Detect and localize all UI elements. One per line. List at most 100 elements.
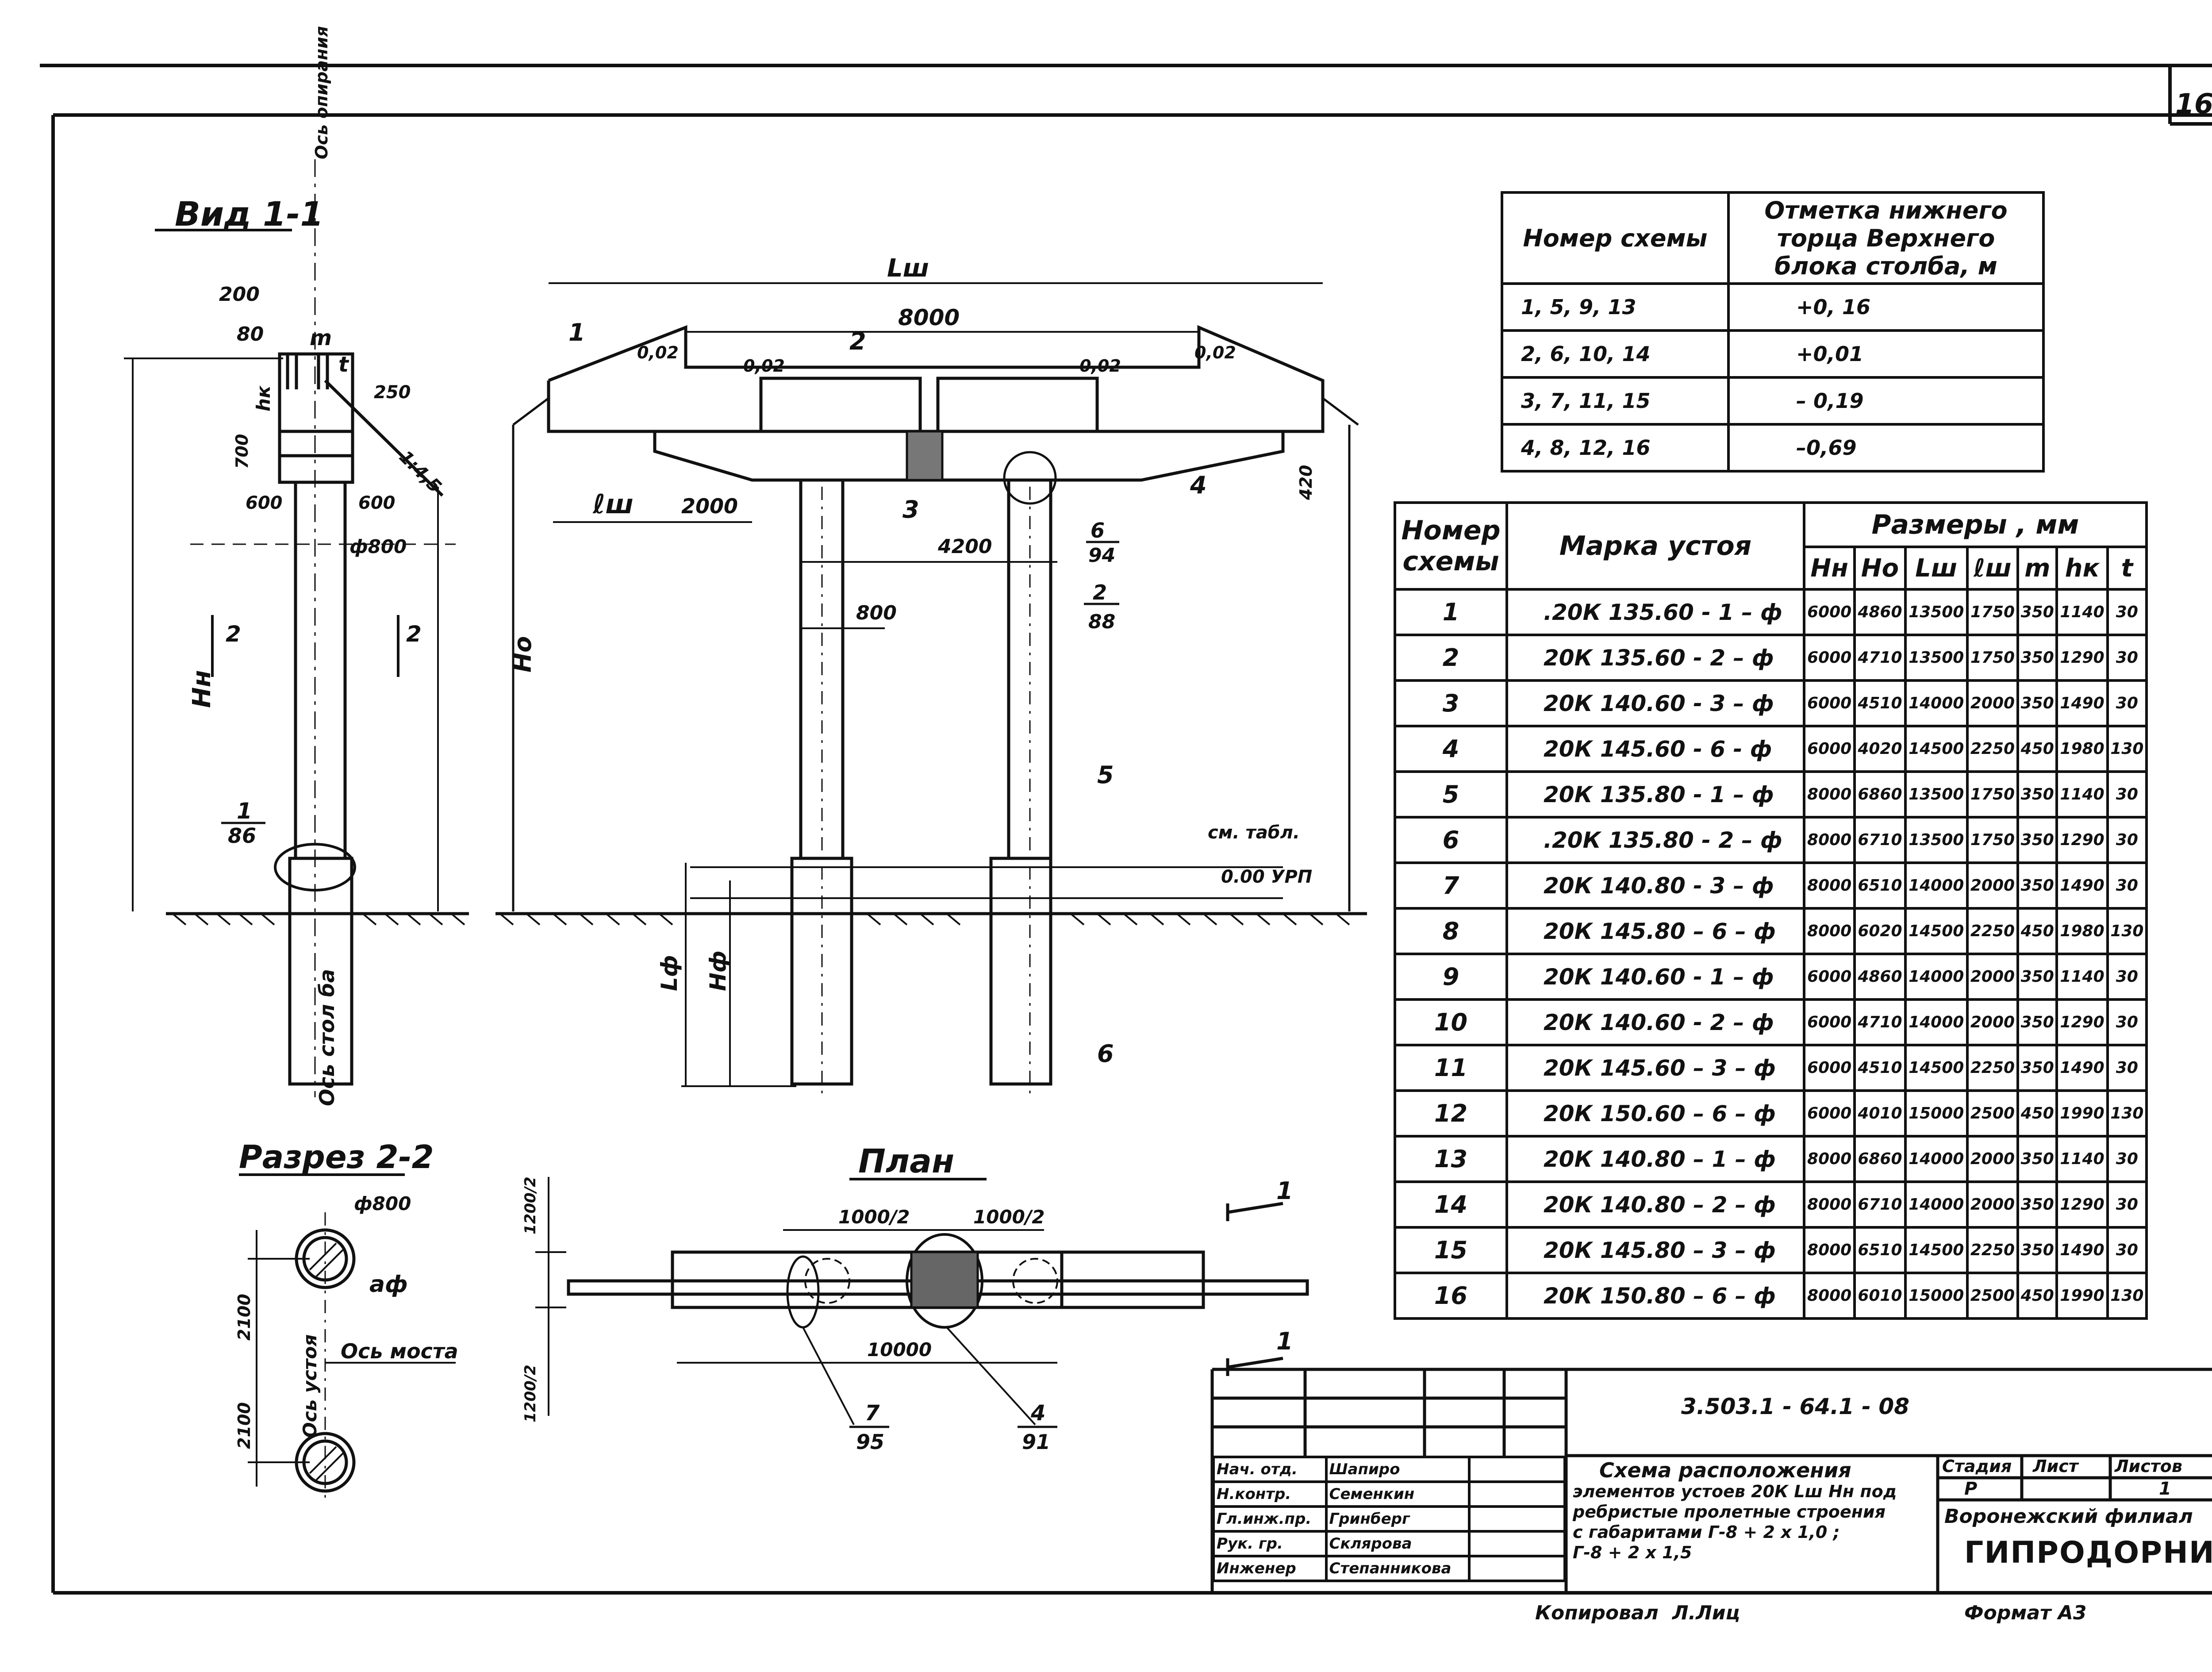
- table-row: 1, 5, 9, 13+0, 16: [1501, 282, 2045, 332]
- title-block-frame: [1210, 1368, 2212, 1593]
- slope-1: 0,02: [637, 343, 679, 362]
- size-value: 6000: [1802, 634, 1856, 682]
- part-label-6: 6: [1097, 1040, 1114, 1068]
- size-value: 30: [2106, 998, 2148, 1046]
- marks-header-mark: Отметка нижнего торца Верхнего блока сто…: [1727, 191, 2045, 285]
- size-value: 6000: [1802, 588, 1856, 636]
- staff-role: Инженер: [1212, 1555, 1328, 1582]
- staff-name: Гринберг: [1325, 1505, 1471, 1533]
- size-value: 6710: [1853, 816, 1907, 864]
- dim-250: 250: [374, 382, 411, 403]
- size-value: 14000: [1904, 1135, 1969, 1183]
- plan-callout-7-den: 95: [856, 1430, 884, 1454]
- dims-subheader: hк: [2055, 546, 2109, 591]
- callout-den: 86: [228, 824, 256, 848]
- signature-cell: [1467, 1505, 1567, 1533]
- size-value: 14500: [1904, 1226, 1969, 1274]
- size-value: 30: [2106, 1226, 2148, 1274]
- plan-callout-4-den: 91: [1022, 1430, 1050, 1454]
- size-value: 1140: [2055, 770, 2109, 819]
- title-line: Г-8 + 2 х 1,5: [1573, 1543, 1692, 1562]
- scheme-number: 8: [1394, 907, 1508, 955]
- view-1-1: Вид 1-1: [124, 26, 469, 1106]
- size-value: 2000: [1966, 998, 2020, 1046]
- copied-label: Копировал: [1535, 1602, 1659, 1624]
- plan-section-mark-bottom: 1: [1276, 1327, 1293, 1355]
- plan-dim-1200-2-top: 1200/2: [522, 1176, 539, 1234]
- staff-name: Степанникова: [1325, 1555, 1471, 1582]
- size-value: 2000: [1966, 1135, 2020, 1183]
- size-value: 450: [2016, 1272, 2058, 1320]
- size-value: 350: [2016, 953, 2058, 1001]
- size-value: 6000: [1802, 1044, 1856, 1092]
- abutment-mark: 20К 145.60 - 6 - ф: [1505, 725, 1805, 773]
- size-value: 30: [2106, 770, 2148, 819]
- slope-2: 0,02: [743, 356, 785, 376]
- dims-table: Номер схемы Марка устоя Размеры , мм Hн …: [1394, 501, 2148, 1320]
- abutment-mark: 20К 140.80 - 3 – ф: [1505, 861, 1805, 910]
- size-value: 1140: [2055, 588, 2109, 636]
- size-value: 130: [2106, 725, 2148, 773]
- size-value: 4710: [1853, 998, 1907, 1046]
- scheme-number: 1: [1394, 588, 1508, 636]
- size-value: 15000: [1904, 1089, 1969, 1138]
- size-value: 1490: [2055, 861, 2109, 910]
- part-label-1: 1: [568, 319, 585, 346]
- scheme-number: 16: [1394, 1272, 1508, 1320]
- size-value: 4860: [1853, 588, 1907, 636]
- dim-t: t: [338, 352, 349, 377]
- size-value: 14000: [1904, 1180, 1969, 1229]
- size-value: 8000: [1802, 1272, 1856, 1320]
- table-cell: –0,69: [1727, 423, 2045, 473]
- dim-420: 420: [1296, 465, 1316, 500]
- table-cell: – 0,19: [1727, 376, 2045, 426]
- dim-600-right: 600: [358, 493, 396, 513]
- size-value: 14000: [1904, 679, 1969, 727]
- size-value: 6510: [1853, 861, 1907, 910]
- size-value: 30: [2106, 1044, 2148, 1092]
- level-000: 0.00 УРП: [1221, 867, 1312, 887]
- size-value: 2250: [1966, 907, 2020, 955]
- part-label-5: 5: [1097, 761, 1114, 789]
- size-value: 2000: [1966, 953, 2020, 1001]
- size-value: 14500: [1904, 907, 1969, 955]
- table-row: 3, 7, 11, 15– 0,19: [1501, 376, 2045, 426]
- dim-Lf: Lф: [657, 955, 682, 991]
- size-value: 6860: [1853, 770, 1907, 819]
- org-line-1: Воронежский филиал: [1944, 1505, 2193, 1528]
- scheme-number: 4: [1394, 725, 1508, 773]
- sheets-value: 1: [2159, 1479, 2171, 1499]
- dim-Hn: Hн: [188, 670, 216, 708]
- table-cell: 4, 8, 12, 16: [1501, 423, 1730, 473]
- size-value: 450: [2016, 907, 2058, 955]
- size-value: 14000: [1904, 998, 1969, 1046]
- size-value: 350: [2016, 770, 2058, 819]
- size-value: 1980: [2055, 907, 2109, 955]
- dim-hk: hк: [253, 385, 274, 411]
- size-value: 8000: [1802, 1135, 1856, 1183]
- callout-6-den: 94: [1088, 544, 1115, 567]
- size-value: 1750: [1966, 634, 2020, 682]
- section-2-2: Разрез 2-2 ф800 аф 2100 2100 Ось устоя О…: [234, 1138, 458, 1504]
- size-value: 450: [2016, 725, 2058, 773]
- sec-dim-af: аф: [369, 1271, 408, 1298]
- staff-role: Н.контр.: [1212, 1480, 1328, 1508]
- table-row: 4, 8, 12, 16–0,69: [1501, 423, 2045, 473]
- abutment-mark: 20К 145.80 – 6 – ф: [1505, 907, 1805, 955]
- size-value: 6020: [1853, 907, 1907, 955]
- abutment-mark: 20К 150.60 – 6 – ф: [1505, 1089, 1805, 1138]
- plan-dim-1000-2-left: 1000/2: [838, 1206, 910, 1228]
- size-value: 6000: [1802, 725, 1856, 773]
- size-value: 4510: [1853, 679, 1907, 727]
- size-value: 30: [2106, 1135, 2148, 1183]
- support-axis-label: Ось опирания: [312, 26, 331, 159]
- size-value: 1750: [1966, 770, 2020, 819]
- size-value: 2500: [1966, 1089, 2020, 1138]
- size-value: 13500: [1904, 770, 1969, 819]
- size-value: 14000: [1904, 861, 1969, 910]
- size-value: 13500: [1904, 634, 1969, 682]
- size-value: 13500: [1904, 816, 1969, 864]
- section-mark-right: 2: [406, 621, 422, 647]
